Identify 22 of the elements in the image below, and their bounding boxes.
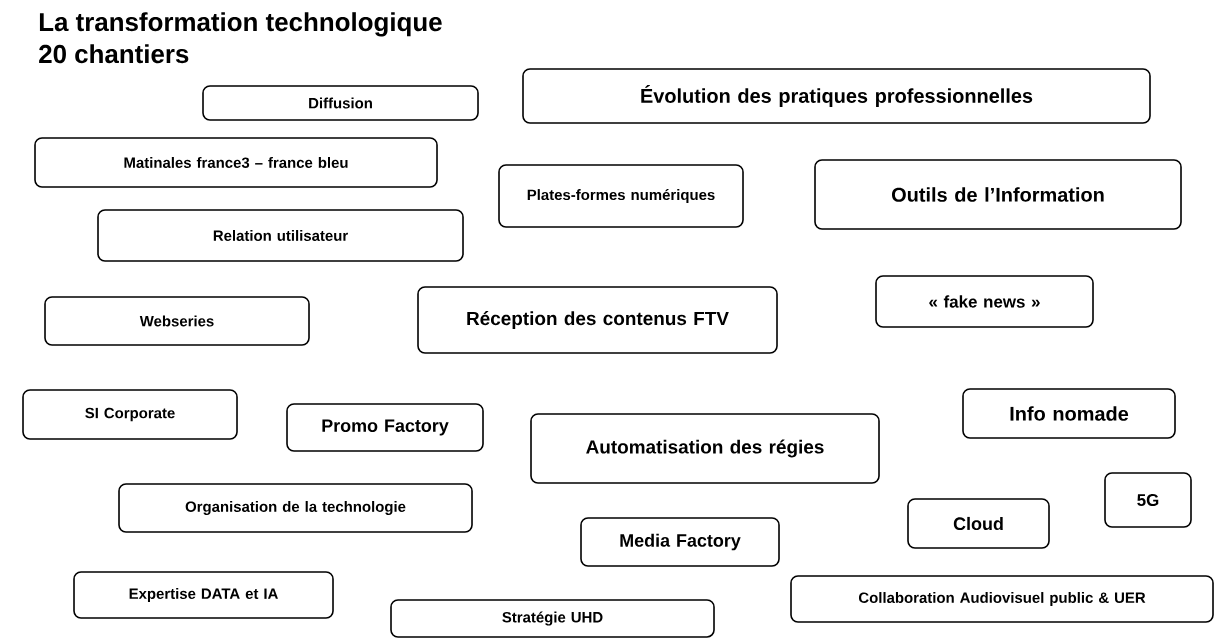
topic-box: Collaboration Audiovisuel public & UER: [790, 575, 1214, 623]
topic-box: Matinales france3 – france bleu: [34, 137, 438, 188]
topic-box: Organisation de la technologie: [118, 483, 473, 533]
title: La transformation technologique: [39, 12, 442, 37]
topic-box: Relation utilisateur: [97, 209, 464, 262]
topic-box: Webseries: [44, 296, 310, 346]
topic-box: Cloud: [907, 498, 1050, 549]
topic-box: SI Corporate: [22, 389, 238, 440]
topic-box: Promo Factory: [286, 403, 484, 452]
topic-box: Évolution des pratiques professionnelles: [522, 68, 1151, 124]
topic-box: « fake news »: [875, 275, 1094, 328]
topic-box: Plates-formes numériques: [498, 164, 744, 228]
topic-box: Expertise DATA et IA: [73, 571, 334, 619]
subtitle: 20 chantiers: [39, 44, 189, 64]
topic-box: Automatisation des régies: [530, 413, 880, 484]
topic-box: Media Factory: [580, 517, 780, 567]
topic-box: Diffusion: [202, 85, 479, 121]
topic-box: Outils de l’Information: [814, 159, 1182, 230]
topic-box: Info nomade: [962, 388, 1176, 439]
topic-box: 5G: [1104, 472, 1192, 528]
topic-box: Stratégie UHD: [390, 599, 715, 638]
topic-box: Réception des contenus FTV: [417, 286, 778, 354]
